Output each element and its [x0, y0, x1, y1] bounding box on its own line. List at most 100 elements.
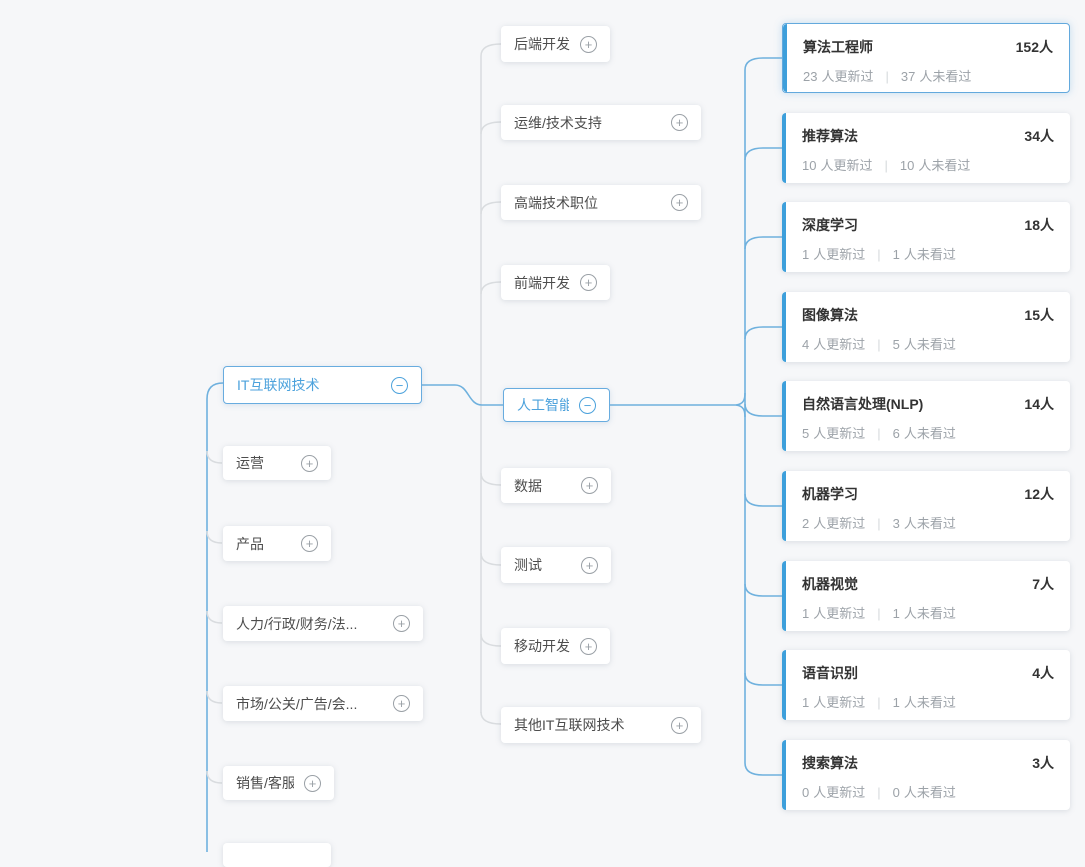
job-count-number: 15 [1024, 307, 1040, 323]
node-artificial-intelligence[interactable]: 人工智能 − [503, 388, 610, 422]
expand-icon[interactable]: + [581, 477, 598, 494]
job-count: 7人 [1032, 574, 1054, 594]
updated-count: 2 [802, 516, 810, 531]
accent-bar [782, 561, 786, 631]
connector-path [480, 201, 502, 215]
unseen-count: 1 [892, 695, 900, 710]
job-title: 语音识别 [802, 665, 858, 681]
node-hr-admin-finance-legal[interactable]: 人力/行政/财务/法... + [223, 606, 423, 641]
separator: | [885, 69, 889, 84]
job-count-unit: 人 [1040, 396, 1054, 412]
node-marketing-pr-ad[interactable]: 市场/公关/广告/会... + [223, 686, 423, 721]
unseen-label: 人未看过 [903, 337, 956, 352]
job-count: 152人 [1016, 37, 1053, 57]
unseen-count: 1 [892, 606, 900, 621]
job-count-unit: 人 [1040, 486, 1054, 502]
node-label: 运维/技术支持 [514, 114, 602, 131]
job-count-unit: 人 [1040, 576, 1054, 592]
node-testing[interactable]: 测试 + [501, 547, 611, 583]
node-label: 产品 [236, 535, 264, 552]
expand-icon[interactable]: + [393, 615, 410, 632]
updated-count: 23 [803, 69, 818, 84]
collapse-icon[interactable]: − [391, 376, 408, 394]
unseen-count: 37 [900, 69, 916, 84]
unseen-count: 1 [892, 247, 900, 262]
unseen-label: 人未看过 [903, 695, 956, 710]
updated-count: 1 [802, 695, 810, 710]
updated-label: 人更新过 [813, 695, 866, 710]
expand-icon[interactable]: + [304, 774, 321, 792]
job-count-unit: 人 [1040, 755, 1054, 771]
accent-bar [782, 113, 786, 183]
node-other-it-internet-tech[interactable]: 其他IT互联网技术 + [501, 707, 701, 743]
expand-icon[interactable]: + [301, 535, 318, 552]
expand-icon[interactable]: + [580, 637, 597, 655]
node-backend-dev[interactable]: 后端开发 + [501, 26, 610, 62]
accent-bar [782, 292, 786, 362]
unseen-label: 人未看过 [918, 158, 971, 173]
expand-icon[interactable]: + [671, 716, 688, 734]
node-label: 运营 [236, 455, 264, 471]
node-operations[interactable]: 运营 + [223, 446, 331, 480]
node-sales-service[interactable]: 销售/客服 + [223, 766, 334, 800]
job-count: 18人 [1024, 215, 1054, 235]
expand-icon[interactable]: + [393, 695, 410, 712]
job-count: 14人 [1024, 394, 1054, 414]
node-label: 前端开发 [514, 274, 570, 291]
job-count-number: 12 [1024, 486, 1040, 502]
connector-path [206, 770, 223, 784]
job-count-unit: 人 [1039, 39, 1053, 55]
accent-bar [783, 24, 787, 92]
expand-icon[interactable]: + [580, 35, 597, 53]
updated-count: 0 [802, 785, 810, 800]
expand-icon[interactable]: + [671, 114, 688, 131]
connector-path [744, 236, 782, 250]
job-title: 自然语言处理(NLP) [802, 396, 924, 412]
job-count: 34人 [1024, 126, 1054, 146]
updated-count: 1 [802, 247, 810, 262]
connector-path [744, 583, 782, 597]
node-senior-tech-roles[interactable]: 高端技术职位 + [501, 185, 701, 220]
accent-bar [782, 650, 786, 720]
node-it-internet-tech[interactable]: IT互联网技术 − [223, 366, 422, 404]
expand-icon[interactable]: + [580, 274, 597, 291]
node-frontend-dev[interactable]: 前端开发 + [501, 265, 610, 300]
expand-icon[interactable]: + [301, 454, 318, 472]
updated-label: 人更新过 [821, 69, 874, 84]
connector-path [744, 403, 782, 417]
job-count-number: 14 [1024, 396, 1040, 412]
job-title: 推荐算法 [802, 128, 858, 144]
collapse-icon[interactable]: − [579, 396, 596, 414]
node-data[interactable]: 数据 + [501, 468, 611, 503]
expand-icon[interactable]: + [671, 194, 688, 211]
unseen-label: 人未看过 [903, 426, 956, 441]
updated-count: 5 [802, 426, 810, 441]
node-partially-visible[interactable] [223, 843, 331, 867]
node-mobile-dev[interactable]: 移动开发 + [501, 628, 610, 664]
expand-icon[interactable]: + [581, 556, 598, 574]
connector-path [422, 384, 503, 406]
node-ops-tech-support[interactable]: 运维/技术支持 + [501, 105, 701, 140]
connector-path [744, 762, 782, 776]
job-title: 机器视觉 [802, 576, 858, 592]
node-product[interactable]: 产品 + [223, 526, 331, 561]
node-label: 人工智能 [517, 397, 569, 413]
accent-bar [782, 740, 786, 810]
connector-path [480, 472, 502, 486]
accent-bar [782, 202, 786, 272]
unseen-count: 6 [892, 426, 900, 441]
job-count-unit: 人 [1040, 665, 1054, 681]
